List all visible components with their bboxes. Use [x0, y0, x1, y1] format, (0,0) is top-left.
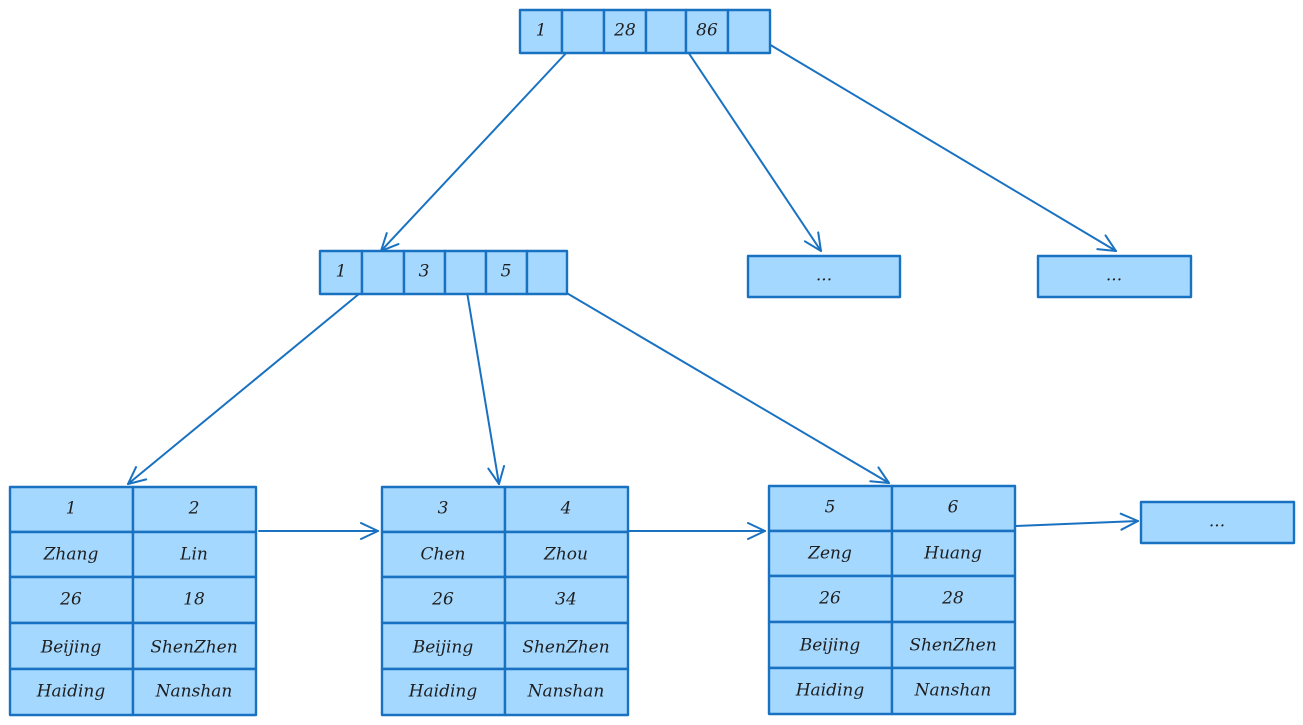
leaf-district: Haiding — [408, 682, 478, 702]
internal-cell — [318, 249, 364, 296]
edge-leaf-3-to-next — [1015, 512, 1139, 531]
root-key: 1 — [536, 21, 547, 41]
root-cell — [684, 8, 730, 55]
leaf-cell — [131, 575, 258, 625]
leaf-key: 3 — [438, 499, 449, 519]
placeholder-ellipsis: ... — [1209, 512, 1225, 532]
edge-root-to-internal — [380, 34, 584, 252]
leaf-cell — [380, 485, 507, 534]
leaf-cell — [503, 485, 630, 534]
placeholder-node-mid: ... — [746, 254, 902, 299]
leaf-name: Chen — [421, 545, 466, 565]
edges — [127, 33, 1139, 540]
placeholder-node-next-leaf: ... — [1139, 500, 1296, 545]
root-pointer-cell — [726, 8, 772, 55]
internal-node: 1 3 5 — [318, 249, 569, 296]
placeholder-cell — [1139, 500, 1296, 545]
leaf-cell — [767, 484, 894, 533]
leaf-age: 26 — [59, 590, 82, 610]
leaf-cell — [890, 574, 1017, 624]
internal-pointer-cell — [360, 249, 406, 296]
internal-cell — [484, 249, 529, 296]
leaf-cell — [767, 666, 894, 716]
leaf-age: 34 — [555, 590, 577, 610]
internal-key: 5 — [501, 262, 512, 282]
leaf-name: Zeng — [807, 544, 852, 564]
leaf-cell — [503, 575, 630, 625]
edge-internal-to-leaf-2 — [464, 279, 506, 485]
leaf-city: Beijing — [799, 636, 861, 656]
leaf-cell — [131, 621, 258, 671]
leaf-key: 5 — [825, 498, 836, 518]
leaf-age: 28 — [941, 589, 964, 609]
placeholder-ellipsis: ... — [816, 266, 832, 286]
leaf-cell — [8, 575, 135, 625]
leaf-name: Huang — [923, 544, 982, 564]
root-node: 1 28 86 — [518, 8, 772, 55]
leaf-city: ShenZhen — [909, 636, 996, 656]
leaf-district: Haiding — [36, 682, 106, 702]
leaf-cell — [767, 620, 894, 670]
leaf-cell — [131, 667, 258, 717]
leaf-name: Zhou — [543, 545, 588, 565]
leaf-node-2: 3 4 Chen Zhou 26 34 Beijing ShenZhen Hai… — [380, 485, 630, 717]
edge-internal-to-leaf-1 — [127, 274, 383, 485]
leaf-key: 2 — [188, 499, 200, 519]
leaf-cell — [890, 620, 1017, 670]
leaf-city: ShenZhen — [522, 638, 609, 658]
leaf-cell — [890, 484, 1017, 533]
leaf-key: 4 — [560, 499, 572, 519]
leaf-age: 18 — [183, 590, 205, 610]
leaf-cell — [503, 530, 630, 579]
internal-pointer-cell — [525, 249, 569, 296]
leaf-age: 26 — [431, 590, 454, 610]
leaf-cell — [380, 575, 507, 625]
root-key: 28 — [613, 21, 636, 41]
leaf-district: Haiding — [795, 681, 865, 701]
leaf-district: Nanshan — [527, 682, 605, 702]
leaf-cell — [890, 529, 1017, 578]
leaf-cell — [503, 667, 630, 717]
placeholder-node-right: ... — [1036, 254, 1193, 299]
leaf-cell — [380, 530, 507, 579]
placeholder-cell — [1036, 254, 1193, 299]
leaf-key: 6 — [948, 498, 959, 518]
leaf-key: 1 — [66, 499, 77, 519]
leaf-name: Zhang — [43, 545, 99, 565]
root-key: 86 — [696, 21, 718, 41]
root-pointer-cell — [644, 8, 688, 55]
placeholder-ellipsis: ... — [1106, 266, 1122, 286]
leaf-district: Nanshan — [914, 681, 992, 701]
leaf-district: Nanshan — [155, 682, 233, 702]
leaf-cell — [380, 621, 507, 671]
internal-key: 3 — [419, 262, 430, 282]
placeholder-cell — [746, 254, 902, 299]
leaf-cell — [503, 621, 630, 671]
root-pointer-cell — [560, 8, 606, 55]
leaf-node-1: 1 2 Zhang Lin 26 18 Beijing ShenZhen Hai… — [8, 485, 258, 717]
edge-internal-to-leaf-3 — [547, 281, 890, 484]
leaf-node-3: 5 6 Zeng Huang 26 28 Beijing ShenZhen Ha… — [767, 484, 1017, 716]
edge-root-to-mid-placeholder — [679, 39, 822, 252]
leaf-age: 26 — [818, 589, 841, 609]
edge-root-to-right-placeholder — [751, 33, 1117, 252]
leaf-city: ShenZhen — [150, 638, 237, 658]
leaf-city: Beijing — [412, 638, 474, 658]
leaf-name: Lin — [179, 545, 208, 565]
internal-pointer-cell — [443, 249, 488, 296]
internal-key: 1 — [336, 262, 347, 282]
leaf-city: Beijing — [40, 638, 102, 658]
leaf-cell — [890, 666, 1017, 716]
